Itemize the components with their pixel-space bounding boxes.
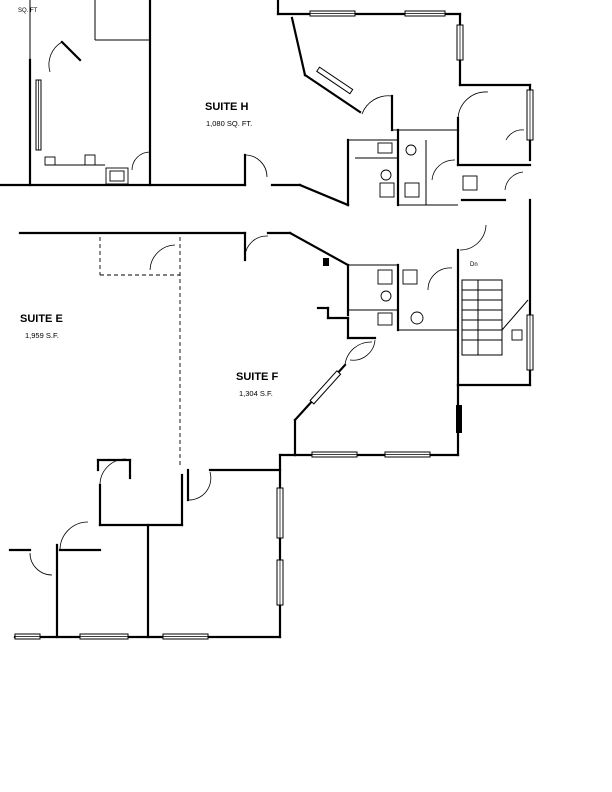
suite-h-name: SUITE H: [205, 101, 248, 113]
top-left-note: SQ. FT: [18, 8, 38, 14]
suite-h-label: SUITE H 1,080 SQ. FT.: [205, 101, 252, 128]
suite-f-area: 1,304 S.F.: [239, 389, 273, 398]
lower-restroom-core: [316, 258, 458, 361]
stairwell: Dn: [456, 198, 534, 433]
suite-h-walls: [0, 0, 534, 207]
suite-f-label: SUITE F 1,304 S.F.: [236, 371, 278, 398]
suite-h-area: 1,080 SQ. FT.: [206, 119, 252, 128]
upper-restroom-core: [348, 128, 532, 207]
stair-down-label: Dn: [470, 262, 478, 268]
suite-f-name: SUITE F: [236, 371, 278, 383]
suite-e-label: SUITE E 1,959 S.F.: [20, 313, 63, 340]
corridor-walls: [18, 224, 487, 387]
suite-e-f-walls: [8, 237, 460, 640]
suite-e-name: SUITE E: [20, 313, 63, 325]
suite-e-area: 1,959 S.F.: [25, 331, 59, 340]
